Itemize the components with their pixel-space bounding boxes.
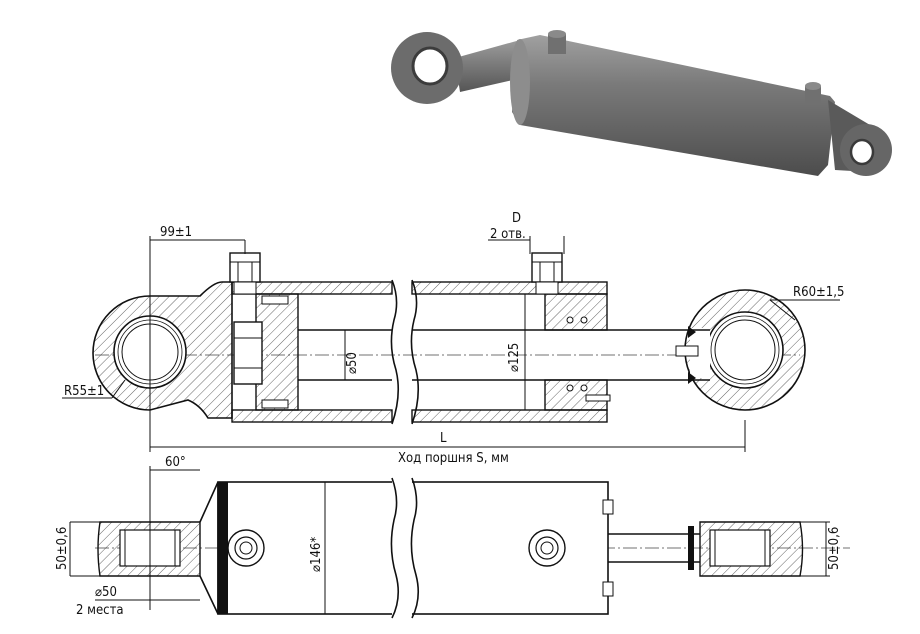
port-top-right [528, 529, 566, 567]
dim-2-otv: 2 отв. [490, 227, 526, 242]
gland-section [544, 293, 608, 331]
dim-stroke: Ход поршня S, мм [398, 451, 509, 466]
dim-50-right: 50±0,6 [827, 527, 842, 570]
barrel-3d [512, 35, 835, 176]
dim-R55: R55±1 [64, 384, 104, 399]
dim-125: ⌀125 [507, 343, 522, 372]
dim-60-deg: 60° [165, 455, 186, 470]
cylinder-3d-render [391, 30, 892, 176]
port-left [229, 252, 261, 295]
dim-phi50: ⌀50 [95, 585, 117, 600]
piston-nut [233, 321, 263, 385]
rod-3d [455, 40, 522, 92]
dim-99: 99±1 [160, 225, 192, 240]
dim-146: ⌀146* [309, 537, 324, 572]
port-right [531, 252, 563, 295]
dim-rod-50: ⌀50 [345, 352, 360, 374]
port-top-left [227, 529, 265, 567]
dim-L: L [440, 431, 447, 446]
dim-R60: R60±1,5 [793, 285, 844, 300]
port-3d-left [548, 34, 566, 54]
dim-2-mesta: 2 места [76, 603, 124, 618]
port-3d-right [805, 86, 821, 104]
section-view [62, 236, 840, 452]
top-view [69, 466, 850, 619]
piston-section [255, 293, 299, 411]
dim-50-left: 50±0,6 [55, 527, 70, 570]
dim-D: D [512, 211, 521, 226]
